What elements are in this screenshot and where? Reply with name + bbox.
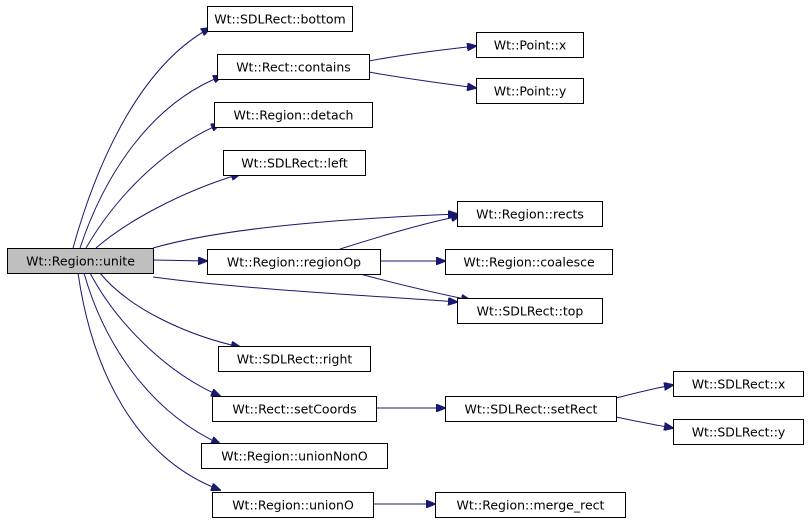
node-label: Wt::SDLRect::top bbox=[477, 304, 584, 319]
node-box bbox=[223, 150, 366, 176]
node-box bbox=[476, 32, 584, 58]
edge-unite-to-setCoords bbox=[89, 272, 220, 396]
node-box bbox=[217, 54, 370, 80]
edge-unite-to-detach bbox=[85, 124, 220, 249]
node-label: Wt::SDLRect::x bbox=[692, 377, 786, 392]
node-bottom[interactable]: Wt::SDLRect::bottom bbox=[207, 6, 353, 32]
edge-regionOp-to-rects bbox=[339, 216, 460, 250]
edge-unite-to-left bbox=[95, 174, 240, 249]
node-label: Wt::Region::regionOp bbox=[227, 255, 361, 270]
node-point_x[interactable]: Wt::Point::x bbox=[476, 32, 584, 58]
node-merge_rect[interactable]: Wt::Region::merge_rect bbox=[435, 492, 626, 518]
node-box bbox=[201, 443, 388, 469]
edges-layer bbox=[72, 28, 673, 504]
node-label: Wt::Region::merge_rect bbox=[457, 498, 605, 513]
edge-setRect-to-sdl_x bbox=[615, 385, 673, 399]
node-box bbox=[457, 298, 603, 324]
edge-unite-to-regionOp bbox=[152, 260, 207, 261]
node-setRect[interactable]: Wt::SDLRect::setRect bbox=[445, 396, 617, 422]
node-box bbox=[207, 6, 353, 32]
node-box bbox=[476, 78, 584, 104]
node-unite[interactable]: Wt::Region::unite bbox=[7, 248, 154, 274]
node-coalesce[interactable]: Wt::Region::coalesce bbox=[445, 249, 613, 275]
node-box bbox=[7, 248, 154, 274]
node-box bbox=[212, 492, 374, 518]
node-sdl_x[interactable]: Wt::SDLRect::x bbox=[673, 371, 804, 397]
node-label: Wt::Region::unionNonO bbox=[221, 449, 368, 464]
node-label: Wt::Point::x bbox=[494, 38, 567, 53]
node-right[interactable]: Wt::SDLRect::right bbox=[218, 346, 371, 372]
node-sdl_y[interactable]: Wt::SDLRect::y bbox=[673, 419, 804, 445]
node-box bbox=[673, 419, 804, 445]
node-regionOp[interactable]: Wt::Region::regionOp bbox=[207, 249, 381, 275]
node-box bbox=[435, 492, 626, 518]
node-label: Wt::Region::rects bbox=[476, 207, 584, 222]
node-label: Wt::SDLRect::y bbox=[692, 425, 786, 440]
edge-contains-to-point_y bbox=[368, 71, 476, 88]
edge-unite-to-contains bbox=[79, 76, 222, 249]
node-label: Wt::Region::detach bbox=[234, 108, 354, 123]
node-box bbox=[445, 249, 613, 275]
node-contains[interactable]: Wt::Rect::contains bbox=[217, 54, 370, 80]
edge-unite-to-right bbox=[99, 272, 240, 347]
node-label: Wt::Rect::setCoords bbox=[232, 402, 356, 417]
node-box bbox=[212, 396, 377, 422]
edge-unite-to-unionNonO bbox=[83, 272, 220, 444]
node-box bbox=[218, 346, 371, 372]
node-setCoords[interactable]: Wt::Rect::setCoords bbox=[212, 396, 377, 422]
node-label: Wt::SDLRect::bottom bbox=[214, 12, 345, 27]
edge-unite-to-bottom bbox=[72, 28, 210, 249]
node-box bbox=[207, 249, 381, 275]
node-label: Wt::SDLRect::left bbox=[241, 156, 348, 171]
node-label: Wt::Point::y bbox=[494, 84, 567, 99]
node-left[interactable]: Wt::SDLRect::left bbox=[223, 150, 366, 176]
node-label: Wt::SDLRect::setRect bbox=[465, 402, 598, 417]
node-label: Wt::Region::unite bbox=[26, 254, 135, 269]
node-label: Wt::Rect::contains bbox=[236, 60, 351, 75]
edge-setRect-to-sdl_y bbox=[615, 416, 673, 428]
edge-regionOp-to-top bbox=[359, 273, 470, 300]
node-label: Wt::Region::coalesce bbox=[463, 255, 595, 270]
edge-unite-to-unionO bbox=[77, 272, 220, 490]
node-box bbox=[214, 102, 373, 128]
node-box bbox=[457, 201, 603, 227]
edge-unite-to-rects bbox=[152, 214, 457, 249]
node-top[interactable]: Wt::SDLRect::top bbox=[457, 298, 603, 324]
node-unionO[interactable]: Wt::Region::unionO bbox=[212, 492, 374, 518]
node-detach[interactable]: Wt::Region::detach bbox=[214, 102, 373, 128]
node-unionNonO[interactable]: Wt::Region::unionNonO bbox=[201, 443, 388, 469]
edge-contains-to-point_x bbox=[368, 46, 476, 62]
node-label: Wt::SDLRect::right bbox=[237, 352, 353, 367]
edge-unite-to-top bbox=[152, 276, 457, 302]
node-box bbox=[673, 371, 804, 397]
node-point_y[interactable]: Wt::Point::y bbox=[476, 78, 584, 104]
node-label: Wt::Region::unionO bbox=[232, 498, 354, 513]
node-rects[interactable]: Wt::Region::rects bbox=[457, 201, 603, 227]
nodes-layer: Wt::Region::unite Wt::SDLRect::bottomWt::… bbox=[7, 6, 804, 518]
node-box bbox=[445, 396, 617, 422]
